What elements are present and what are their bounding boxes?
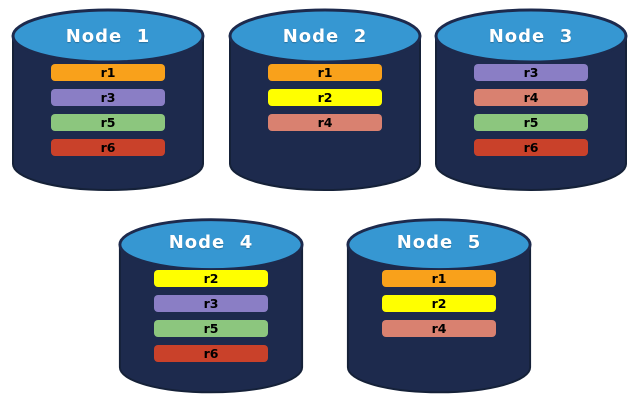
replica-bar: r5 <box>474 114 588 131</box>
replica-bar: r4 <box>382 320 496 337</box>
node-label: Node 2 <box>282 25 368 47</box>
cylinder-top-ellipse <box>346 218 532 271</box>
node-5-cylinder: Node 5 r1 r2 r4 <box>345 214 533 398</box>
replica-bar: r1 <box>268 64 382 81</box>
node-4-cylinder: Node 4 r2 r3 r5 r6 <box>117 214 305 398</box>
replica-bar: r3 <box>51 89 165 106</box>
node-label: Node 5 <box>396 231 482 253</box>
replica-bar: r2 <box>268 89 382 106</box>
replica-bar: r6 <box>474 139 588 156</box>
replica-list: r1 r2 r4 <box>227 64 423 131</box>
cylinder-top-ellipse <box>118 218 304 271</box>
replica-bar: r6 <box>154 345 268 362</box>
replica-bar: r4 <box>474 89 588 106</box>
replica-bar: r4 <box>268 114 382 131</box>
node-label: Node 4 <box>168 231 254 253</box>
node-2-cylinder: Node 2 r1 r2 r4 <box>227 8 423 192</box>
node-label: Node 3 <box>488 25 574 47</box>
node-3-cylinder: Node 3 r3 r4 r5 r6 <box>433 8 629 192</box>
replica-list: r1 r3 r5 r6 <box>10 64 206 156</box>
replica-bar: r1 <box>382 270 496 287</box>
node-1-cylinder: Node 1 r1 r3 r5 r6 <box>10 8 206 192</box>
replica-list: r2 r3 r5 r6 <box>117 270 305 362</box>
replica-list: r1 r2 r4 <box>345 270 533 337</box>
replica-bar: r3 <box>154 295 268 312</box>
node-label: Node 1 <box>65 25 151 47</box>
replica-bar: r2 <box>382 295 496 312</box>
replica-bar: r5 <box>51 114 165 131</box>
replica-bar: r3 <box>474 64 588 81</box>
replica-bar: r6 <box>51 139 165 156</box>
cylinder-top-ellipse <box>434 8 628 64</box>
cylinder-top-ellipse <box>11 8 205 64</box>
replica-bar: r5 <box>154 320 268 337</box>
cylinder-top-ellipse <box>228 8 422 64</box>
replica-list: r3 r4 r5 r6 <box>433 64 629 156</box>
replica-bar: r1 <box>51 64 165 81</box>
replica-bar: r2 <box>154 270 268 287</box>
